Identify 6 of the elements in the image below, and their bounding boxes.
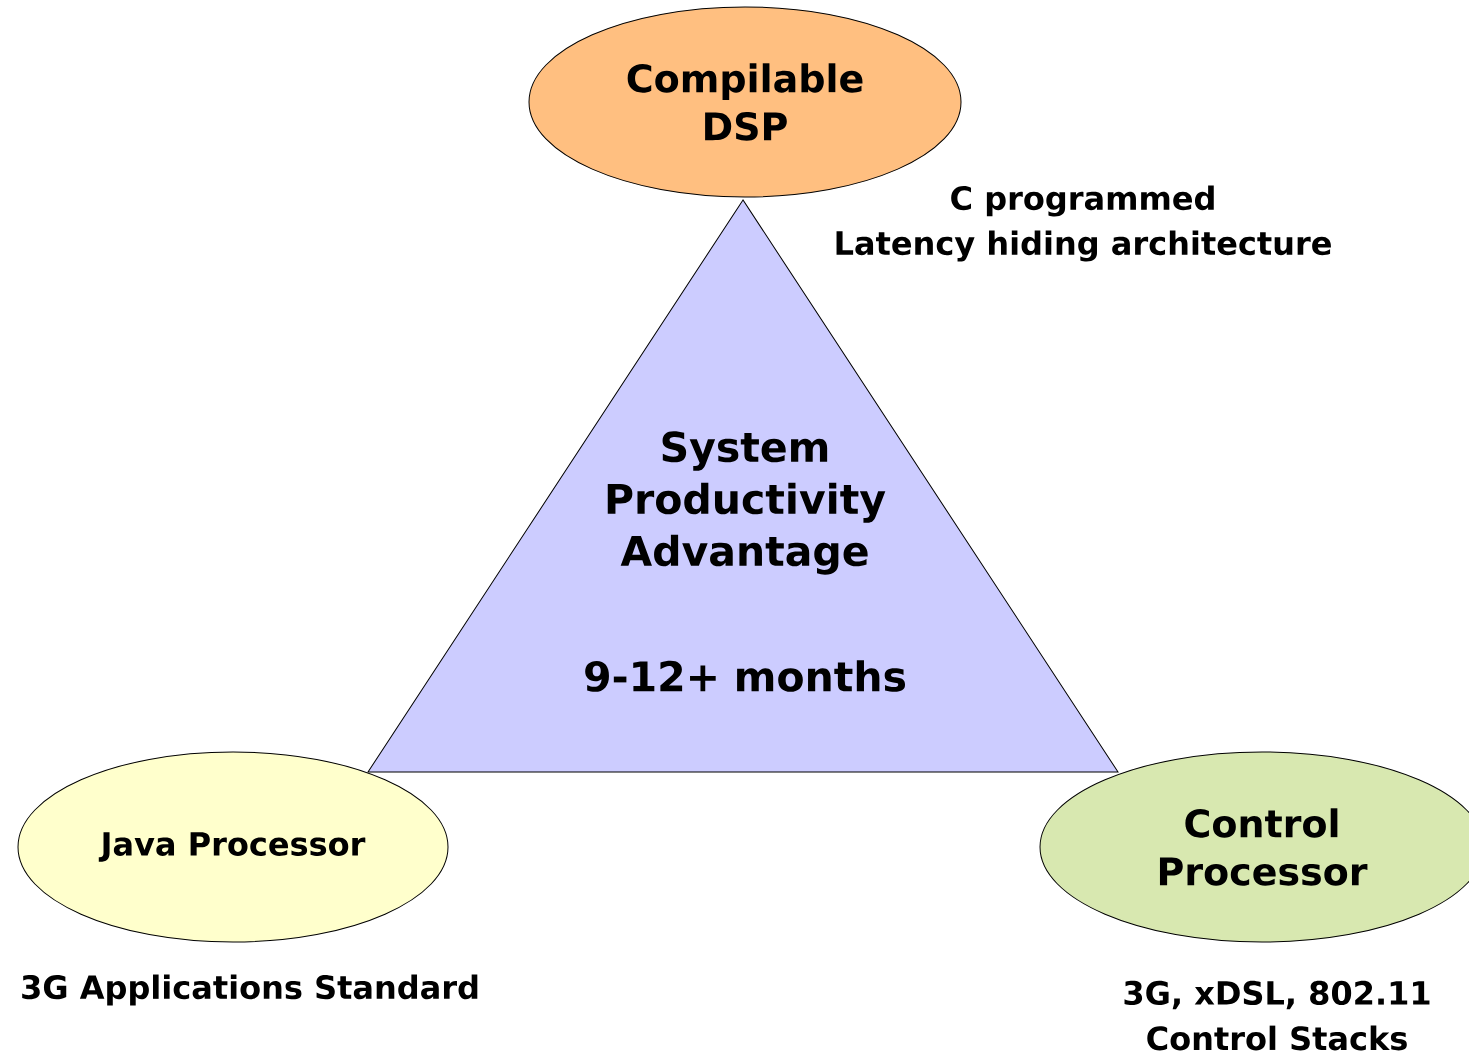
note-text: 3G Applications Standard	[22, 974, 478, 1006]
triangle-text: System Productivity Advantage	[607, 431, 886, 575]
triangle-text: 9-12+ months	[585, 660, 906, 692]
note-text: 3G, xDSL, 802.11	[1124, 980, 1430, 1010]
note-text: Latency hiding architecture	[836, 230, 1331, 262]
note-text: Control Stacks	[1147, 1025, 1407, 1051]
